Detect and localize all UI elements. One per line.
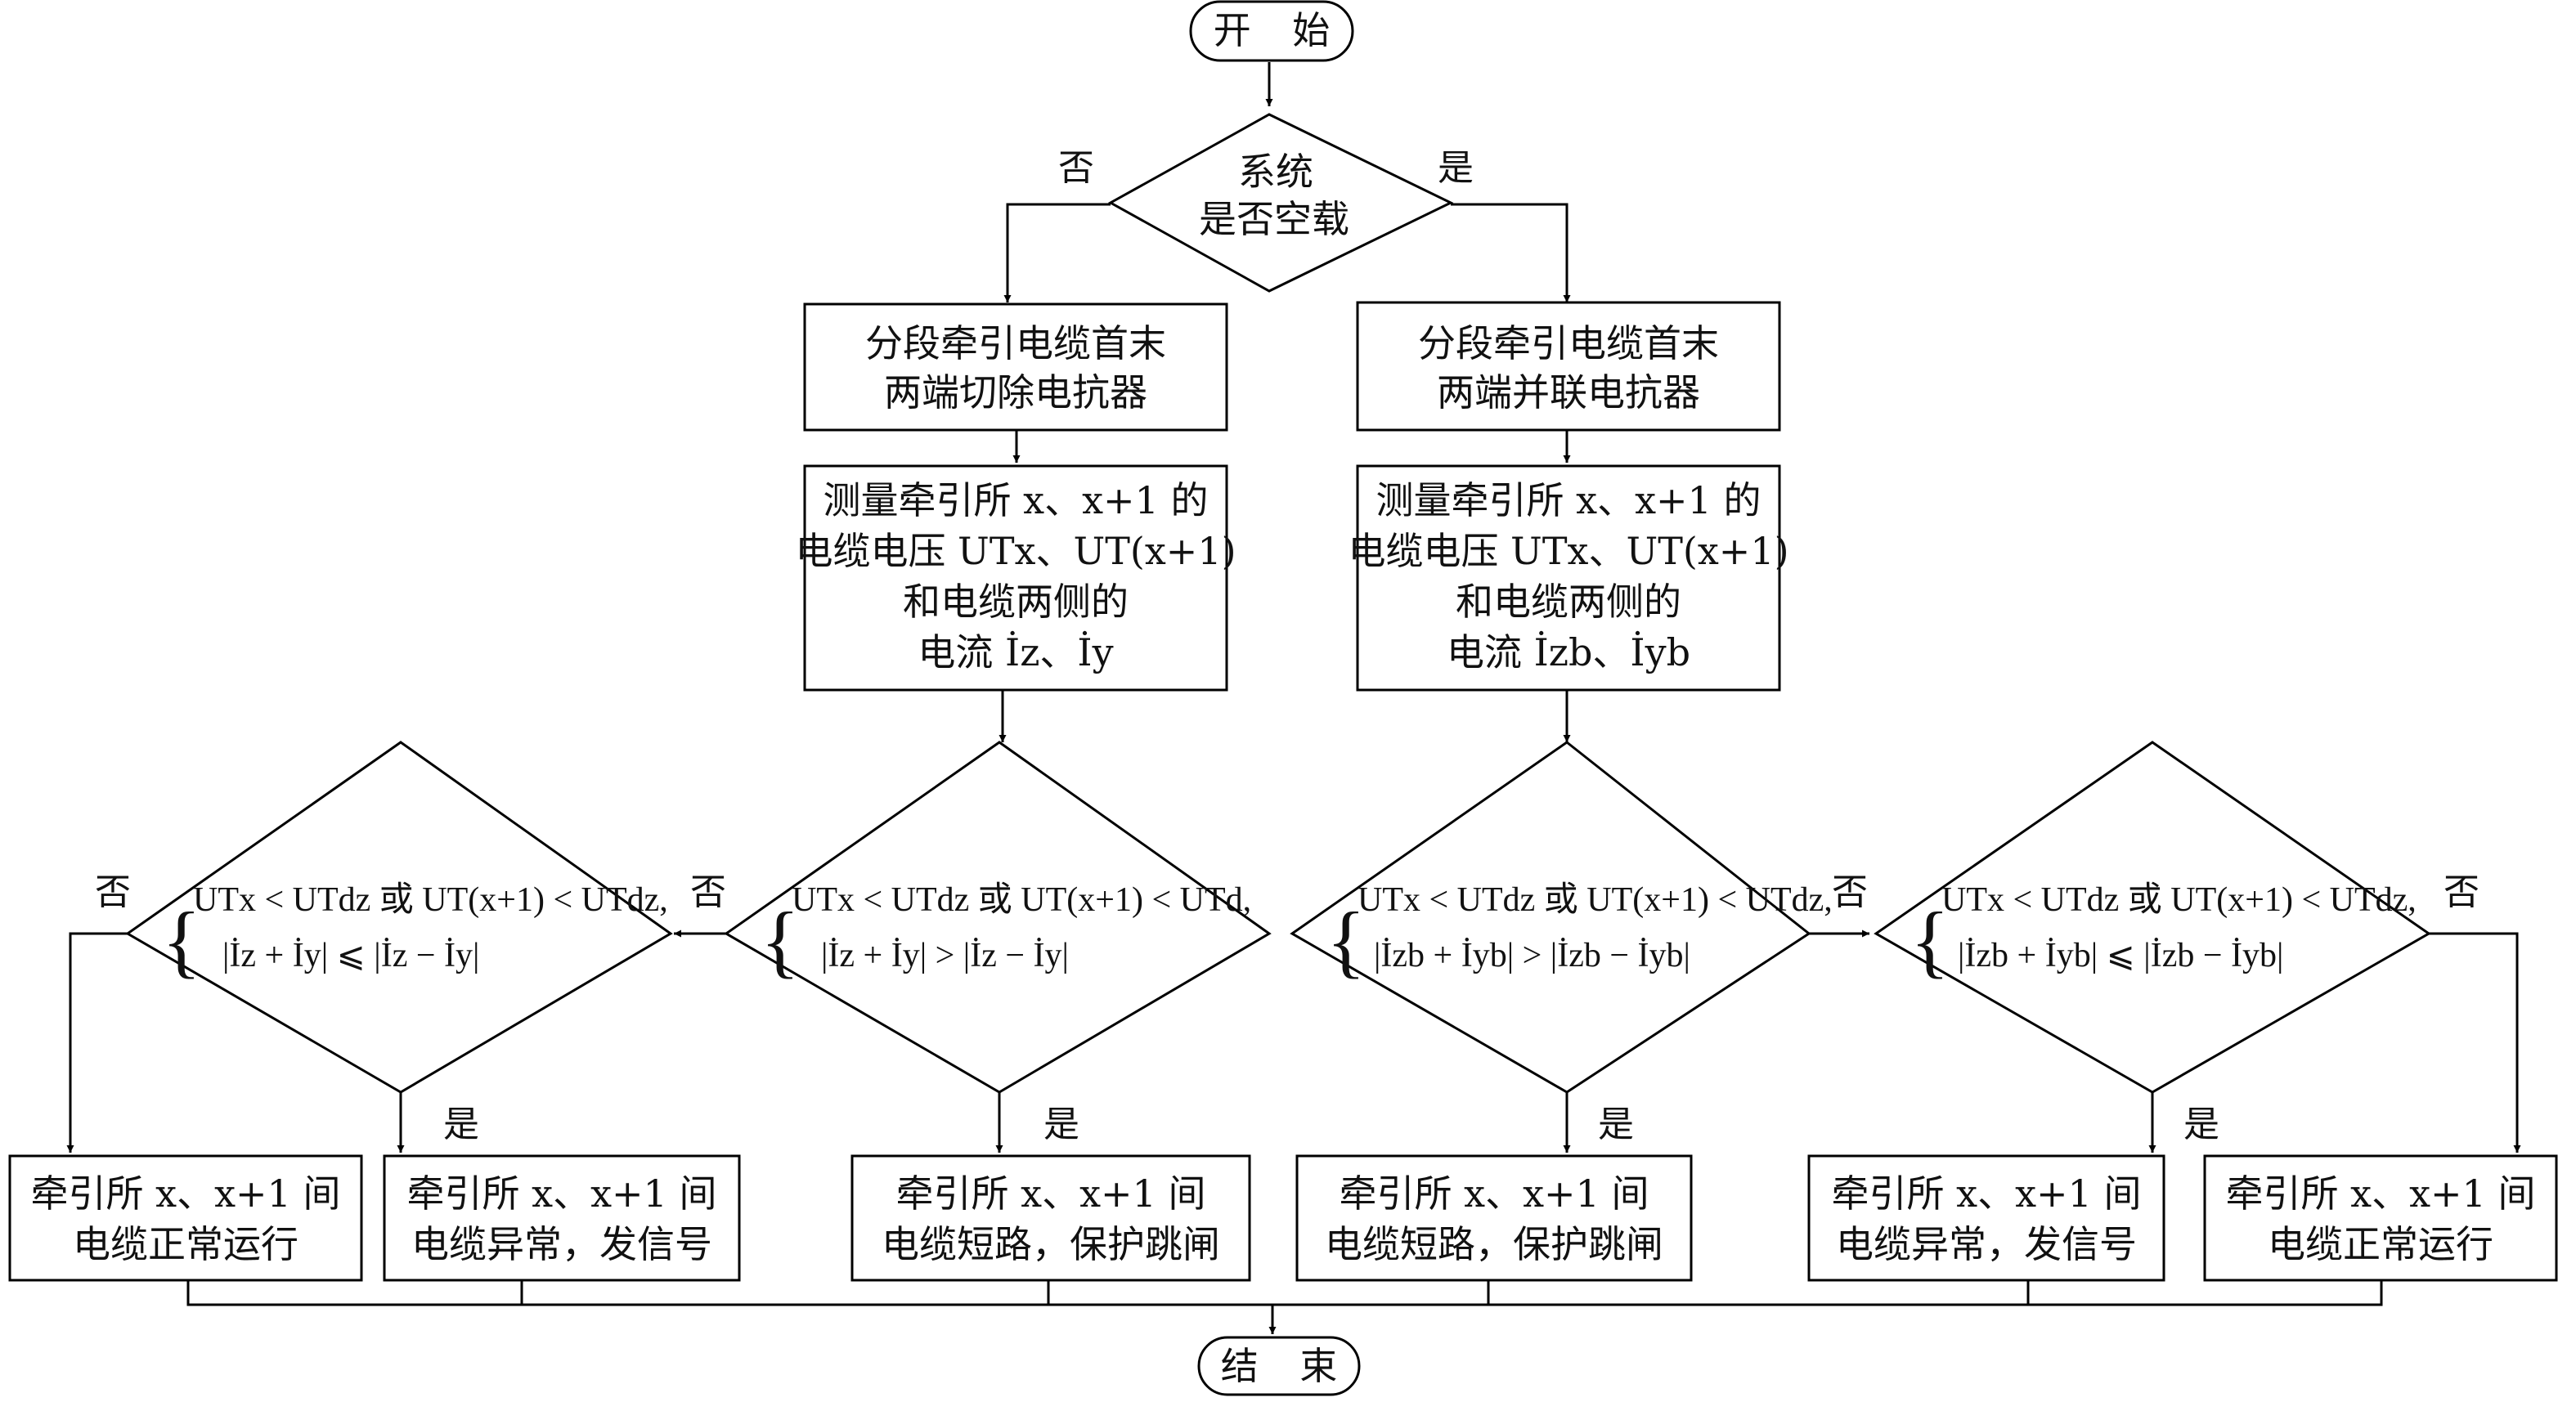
measure-left-line-4: 电流 İz、İy: [918, 629, 1113, 674]
edge-collector: [186, 1280, 2383, 1306]
brace-2: {: [761, 895, 800, 986]
noload-line-2: 是否空载: [1199, 197, 1349, 241]
result-normal-left-line-1: 牵引所 x、x+1 间: [31, 1171, 341, 1216]
result-short-right: 牵引所 x、x+1 间 电缆短路，保护跳闸: [1295, 1154, 1693, 1282]
measure-right-line-3: 和电缆两侧的: [1456, 580, 1681, 624]
box-parallel-line-1: 分段牵引电缆首末: [1418, 321, 1719, 365]
label-yes-cond2: 是: [1043, 1104, 1079, 1145]
result-short-left-line-1: 牵引所 x、x+1 间: [896, 1171, 1206, 1216]
label-yes-cond3: 是: [1598, 1104, 1634, 1145]
cond-1-line-1: UTx < UTdz 或 UT(x+1) < UTdz,: [193, 881, 668, 919]
cond-4-line-2: |İzb + İyb| ⩽ |İzb − İyb|: [1958, 937, 2283, 974]
result-abnormal-right-line-2: 电缆异常，发信号: [1836, 1222, 2137, 1266]
result-abnormal-right: 牵引所 x、x+1 间 电缆异常，发信号: [1807, 1154, 2165, 1282]
result-short-right-line-2: 电缆短路，保护跳闸: [1325, 1222, 1663, 1266]
brace-1: {: [162, 895, 201, 986]
measure-right-line-1: 测量牵引所 x、x+1 的: [1376, 478, 1761, 522]
result-normal-right-line-1: 牵引所 x、x+1 间: [2226, 1171, 2536, 1216]
box-parallel-line-2: 两端并联电抗器: [1437, 370, 1700, 414]
result-short-left-line-2: 电缆短路，保护跳闸: [882, 1222, 1220, 1266]
decision-cond-2: { UTx < UTdz 或 UT(x+1) < UTd, |İz + İy| …: [724, 741, 1272, 1094]
label-yes-noload: 是: [1438, 147, 1474, 189]
edge-cond1-no: [66, 932, 128, 1153]
label-yes-cond4: 是: [2183, 1104, 2219, 1145]
decision-cond-4: { UTx < UTdz 或 UT(x+1) < UTdz, |İzb + İy…: [1874, 741, 2431, 1094]
label-no-cond3: 否: [1832, 871, 1868, 913]
result-abnormal-right-line-1: 牵引所 x、x+1 间: [1832, 1171, 2142, 1216]
brace-3: {: [1326, 895, 1366, 986]
measure-left-line-2: 电缆电压 UTx、UT(x+1): [795, 529, 1236, 573]
label-yes-cond1: 是: [443, 1104, 479, 1145]
start-text: 开 始: [1214, 8, 1345, 52]
result-short-right-line-1: 牵引所 x、x+1 间: [1340, 1171, 1649, 1216]
result-abnormal-left: 牵引所 x、x+1 间 电缆异常，发信号: [383, 1154, 741, 1282]
end-text: 结 束: [1221, 1344, 1353, 1388]
box-parallel-reactor: 分段牵引电缆首末 两端并联电抗器: [1356, 301, 1781, 432]
cond-1-line-2: |İz + İy| ⩽ |İz − İy|: [222, 937, 479, 974]
brace-4: {: [1910, 895, 1950, 986]
result-normal-left-line-2: 电缆正常运行: [73, 1222, 298, 1266]
cond-3-line-1: UTx < UTdz 或 UT(x+1) < UTdz,: [1358, 881, 1833, 919]
box-cut-line-1: 分段牵引电缆首末: [865, 321, 1166, 365]
result-short-left: 牵引所 x、x+1 间 电缆短路，保护跳闸: [850, 1154, 1251, 1282]
connectors: [66, 62, 2521, 1334]
measure-left-line-1: 测量牵引所 x、x+1 的: [824, 478, 1209, 522]
edge-cond4-no: [2429, 932, 2521, 1153]
cond-4-line-1: UTx < UTdz 或 UT(x+1) < UTdz,: [1941, 881, 2417, 919]
end-terminal: 结 束: [1197, 1336, 1361, 1396]
measure-right-line-2: 电缆电压 UTx、UT(x+1): [1348, 529, 1788, 573]
measure-left-line-3: 和电缆两侧的: [903, 580, 1129, 624]
box-cut-reactor: 分段牵引电缆首末 两端切除电抗器: [803, 302, 1228, 432]
result-abnormal-left-line-2: 电缆异常，发信号: [411, 1222, 712, 1266]
cond-3-line-2: |İzb + İyb| > |İzb − İyb|: [1374, 937, 1690, 974]
label-no-cond2: 否: [690, 871, 726, 913]
measure-right-line-4: 电流 İzb、İyb: [1447, 629, 1690, 674]
box-measure-right: 测量牵引所 x、x+1 的 电缆电压 UTx、UT(x+1) 和电缆两侧的 电流…: [1348, 464, 1789, 692]
start-terminal: 开 始: [1189, 0, 1354, 62]
cond-2-line-2: |İz + İy| > |İz − İy|: [821, 937, 1069, 974]
decision-noload: 系统 是否空载: [1107, 113, 1454, 293]
decision-cond-1: { UTx < UTdz 或 UT(x+1) < UTdz, |İz + İy|…: [125, 741, 673, 1094]
decision-cond-3: { UTx < UTdz 或 UT(x+1) < UTdz, |İzb + İy…: [1290, 741, 1833, 1094]
result-normal-right: 牵引所 x、x+1 间 电缆正常运行: [2203, 1154, 2558, 1282]
cond-2-line-1: UTx < UTdz 或 UT(x+1) < UTd,: [792, 881, 1251, 919]
box-measure-left: 测量牵引所 x、x+1 的 电缆电压 UTx、UT(x+1) 和电缆两侧的 电流…: [795, 464, 1236, 692]
result-normal-right-line-2: 电缆正常运行: [2268, 1222, 2493, 1266]
edge-noload-yes: [1451, 203, 1571, 302]
result-abnormal-left-line-1: 牵引所 x、x+1 间: [407, 1171, 717, 1216]
noload-line-1: 系统: [1238, 150, 1313, 194]
edge-noload-no: [1003, 203, 1111, 302]
label-no-cond1: 否: [95, 871, 131, 913]
box-cut-line-2: 两端切除电抗器: [884, 370, 1147, 414]
result-normal-left: 牵引所 x、x+1 间 电缆正常运行: [8, 1154, 363, 1282]
label-no-cond4: 否: [2444, 871, 2480, 913]
label-no-noload: 否: [1058, 147, 1094, 189]
